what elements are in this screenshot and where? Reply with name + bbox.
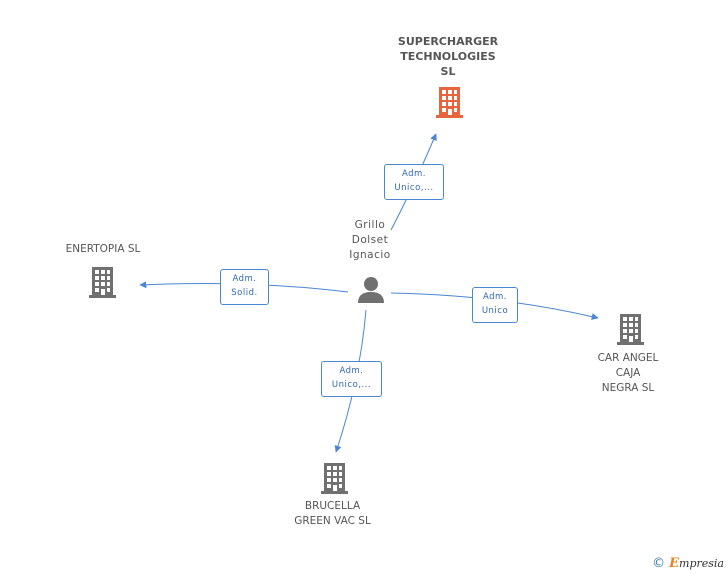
- company-label-enertopia[interactable]: ENERTOPIA SL: [65, 243, 141, 255]
- brand-logo: Empresia: [669, 556, 724, 571]
- building-icon-enertopia[interactable]: [89, 267, 116, 298]
- edge-label-supercharger: Adm. Unico,...: [384, 164, 444, 200]
- building-icon-car-angel[interactable]: [617, 314, 644, 345]
- footer-brand: © Empresia: [652, 556, 724, 571]
- person-label[interactable]: Grillo Dolset Ignacio: [349, 219, 391, 261]
- building-icon-supercharger[interactable]: [434, 85, 465, 118]
- building-icon-brucella[interactable]: [321, 463, 348, 494]
- edge-label-car-angel: Adm. Unico: [472, 287, 518, 323]
- company-label-supercharger[interactable]: SUPERCHARGER TECHNOLOGIES SL: [397, 35, 499, 78]
- copyright-icon: ©: [652, 556, 666, 571]
- company-label-brucella[interactable]: BRUCELLA GREEN VAC SL: [294, 500, 371, 527]
- company-label-car-angel[interactable]: CAR ANGEL CAJA NEGRA SL: [597, 352, 659, 394]
- edge-label-enertopia: Adm. Solid.: [220, 269, 269, 305]
- edge-label-brucella: Adm. Unico,...: [321, 361, 382, 397]
- person-icon[interactable]: [358, 277, 384, 303]
